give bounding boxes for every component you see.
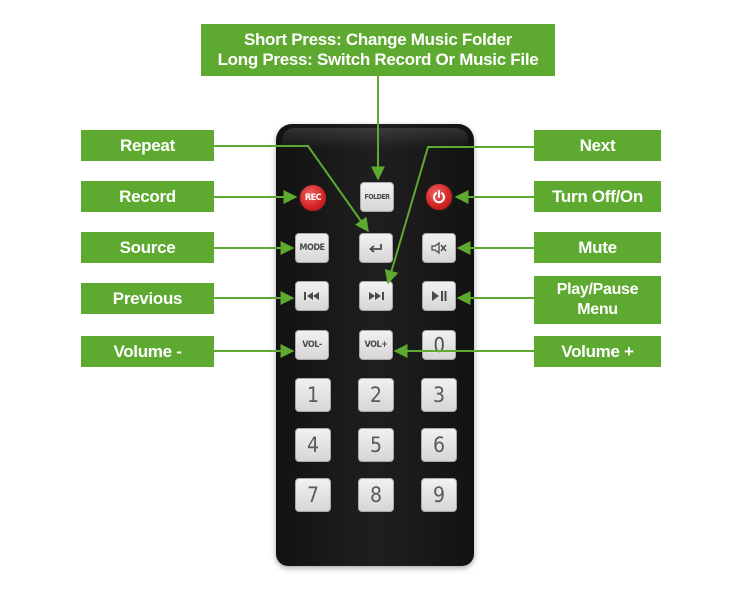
volume-minus-callout-label: Volume - bbox=[81, 336, 214, 367]
repeat-button[interactable] bbox=[359, 233, 393, 263]
number-button-6[interactable]: 6 bbox=[421, 428, 457, 462]
next-button[interactable] bbox=[359, 281, 393, 311]
record-callout-label: Record bbox=[81, 181, 214, 212]
power-button[interactable] bbox=[424, 182, 454, 212]
mute-callout-label: Mute bbox=[534, 232, 661, 263]
number-label: 2 bbox=[369, 383, 383, 407]
previous-button[interactable] bbox=[295, 281, 329, 311]
number-button-7[interactable]: 7 bbox=[295, 478, 331, 512]
volume-up-label: VOL+ bbox=[364, 340, 388, 350]
play-pause-callout-text: Play/Pause bbox=[556, 281, 639, 298]
record-callout-text: Record bbox=[119, 186, 176, 206]
number-label: 8 bbox=[369, 483, 383, 507]
play-pause-icon bbox=[430, 290, 448, 302]
number-button-4[interactable]: 4 bbox=[295, 428, 331, 462]
number-button-5[interactable]: 5 bbox=[358, 428, 394, 462]
volume-down-label: VOL- bbox=[302, 340, 322, 350]
folder-button[interactable]: FOLDER bbox=[360, 182, 394, 212]
number-button-0[interactable]: 0 bbox=[422, 330, 456, 360]
previous-track-icon bbox=[303, 290, 321, 302]
number-button-9[interactable]: 9 bbox=[421, 478, 457, 512]
number-button-8[interactable]: 8 bbox=[358, 478, 394, 512]
number-label: 9 bbox=[432, 483, 446, 507]
volume-plus-callout-label: Volume + bbox=[534, 336, 661, 367]
record-button-label: REC bbox=[304, 193, 322, 203]
menu-callout-text: Menu bbox=[577, 301, 618, 318]
repeat-callout-text: Repeat bbox=[120, 135, 175, 155]
number-label: 3 bbox=[432, 383, 446, 407]
previous-callout-label: Previous bbox=[81, 283, 214, 314]
volume-minus-callout-text: Volume - bbox=[113, 341, 182, 361]
number-label: 1 bbox=[306, 383, 320, 407]
number-0-label: 0 bbox=[433, 333, 445, 357]
remote-top-sheen bbox=[282, 128, 468, 150]
number-label: 6 bbox=[432, 433, 446, 457]
folder-callout-label: Short Press: Change Music Folder Long Pr… bbox=[201, 24, 555, 76]
folder-callout-line2: Long Press: Switch Record Or Music File bbox=[217, 50, 539, 69]
number-label: 5 bbox=[369, 433, 383, 457]
mute-callout-text: Mute bbox=[578, 237, 617, 257]
return-arrow-icon bbox=[367, 241, 385, 255]
volume-plus-callout-text: Volume + bbox=[561, 341, 634, 361]
number-button-2[interactable]: 2 bbox=[358, 378, 394, 412]
previous-callout-text: Previous bbox=[112, 288, 183, 308]
number-label: 7 bbox=[306, 483, 320, 507]
speaker-mute-icon bbox=[430, 241, 448, 255]
record-button[interactable]: REC bbox=[298, 183, 328, 213]
play-pause-callout-label: Play/Pause Menu bbox=[534, 276, 661, 324]
volume-down-button[interactable]: VOL- bbox=[295, 330, 329, 360]
repeat-callout-label: Repeat bbox=[81, 130, 214, 161]
turn-off-on-callout-text: Turn Off/On bbox=[552, 186, 643, 206]
number-button-1[interactable]: 1 bbox=[295, 378, 331, 412]
turn-off-on-callout-label: Turn Off/On bbox=[534, 181, 661, 212]
next-callout-text: Next bbox=[579, 135, 616, 155]
number-label: 4 bbox=[306, 433, 320, 457]
next-track-icon bbox=[367, 290, 385, 302]
play-pause-button[interactable] bbox=[422, 281, 456, 311]
volume-up-button[interactable]: VOL+ bbox=[359, 330, 393, 360]
folder-button-label: FOLDER bbox=[364, 193, 390, 201]
source-callout-text: Source bbox=[119, 237, 176, 257]
mute-button[interactable] bbox=[422, 233, 456, 263]
folder-callout-line1: Short Press: Change Music Folder bbox=[243, 30, 513, 49]
number-button-3[interactable]: 3 bbox=[421, 378, 457, 412]
source-callout-label: Source bbox=[81, 232, 214, 263]
next-callout-label: Next bbox=[534, 130, 661, 161]
mode-button-label: MODE bbox=[299, 243, 325, 253]
power-icon bbox=[431, 189, 447, 205]
mode-button[interactable]: MODE bbox=[295, 233, 329, 263]
